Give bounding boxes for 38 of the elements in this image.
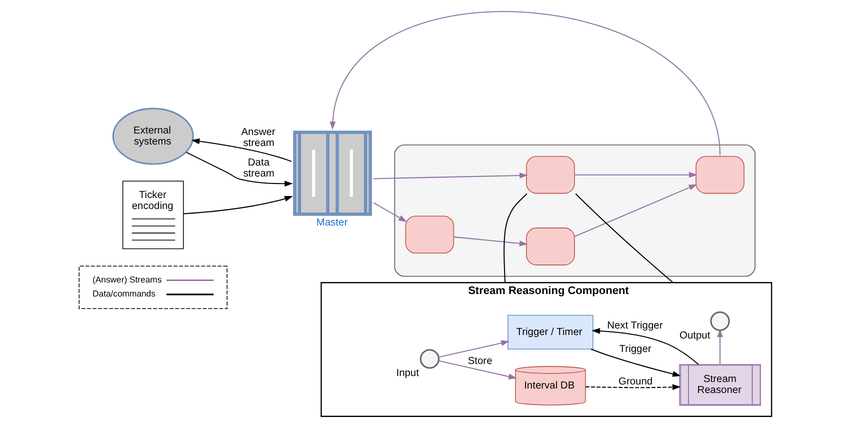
node-box bbox=[405, 216, 454, 254]
node-box: Trigger / Timer bbox=[508, 314, 594, 350]
legend-label: Data/commands bbox=[92, 288, 156, 299]
edge-label: Answer stream bbox=[241, 127, 276, 150]
arrow bbox=[574, 184, 698, 237]
node-label: Output bbox=[680, 330, 710, 342]
arrow bbox=[438, 340, 510, 358]
node-box bbox=[526, 228, 575, 266]
arrow bbox=[717, 328, 723, 364]
arrow bbox=[438, 360, 517, 380]
node-circle bbox=[420, 349, 440, 369]
edge-label: Next Trigger bbox=[607, 320, 663, 332]
node-circle bbox=[710, 311, 730, 332]
edge-label: Trigger bbox=[619, 344, 652, 356]
node-label: Master bbox=[316, 218, 348, 228]
arrow bbox=[330, 12, 721, 156]
arrow bbox=[373, 172, 528, 180]
connector bbox=[504, 193, 528, 283]
arrow bbox=[191, 138, 292, 162]
arrow bbox=[186, 152, 293, 187]
node-label: Input bbox=[396, 368, 419, 380]
arrow bbox=[590, 348, 681, 377]
cluster bbox=[394, 144, 756, 277]
arrow bbox=[454, 236, 528, 246]
arrow bbox=[586, 384, 681, 390]
node-box bbox=[696, 156, 744, 194]
arrow bbox=[373, 202, 407, 222]
node-ellipse: External systems bbox=[112, 108, 194, 165]
arrow bbox=[574, 172, 698, 178]
node-box bbox=[526, 156, 575, 194]
edge-label: Store bbox=[468, 356, 492, 367]
arrow bbox=[183, 196, 293, 214]
arrow bbox=[592, 328, 699, 365]
legend-label: (Answer) Streams bbox=[92, 274, 162, 284]
edge-label: Data stream bbox=[243, 158, 274, 180]
node-box: Ticker encoding bbox=[122, 180, 184, 250]
edge-label: Ground bbox=[618, 376, 653, 388]
connector bbox=[575, 193, 674, 284]
